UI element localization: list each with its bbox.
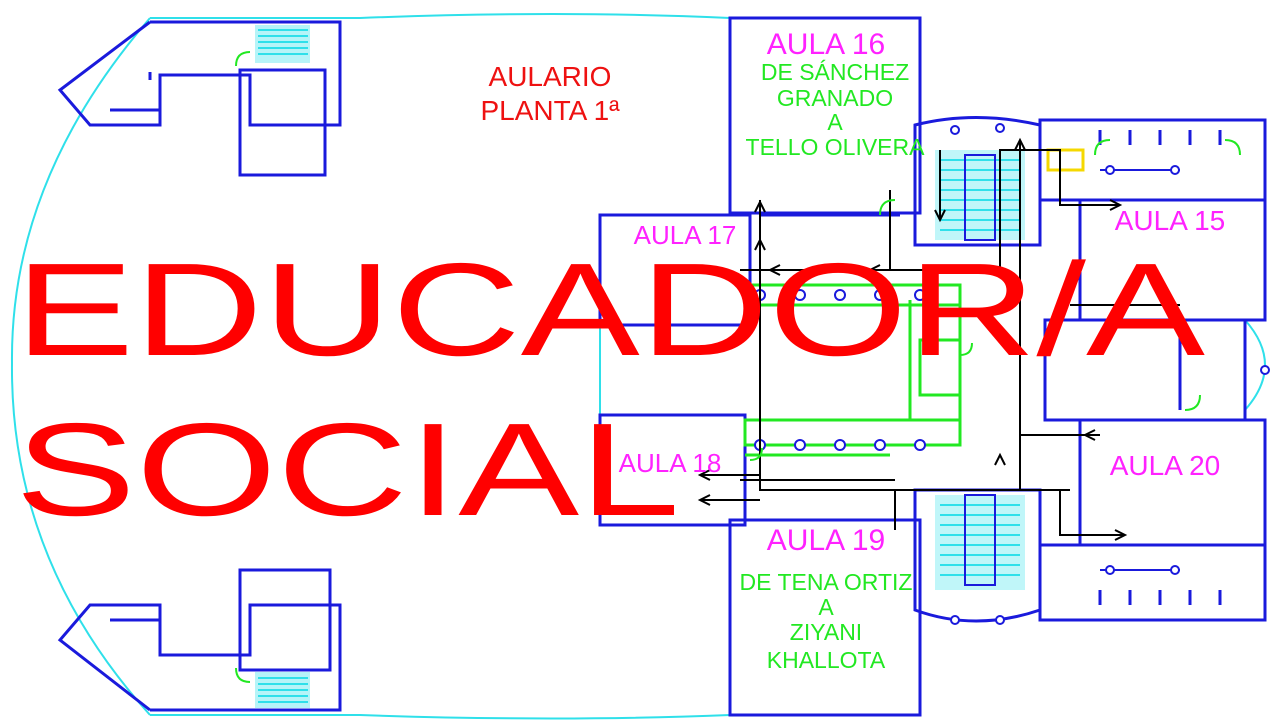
- corridor-highlight: [743, 283, 962, 457]
- room-note-aula16-1: DE SÁNCHEZ: [761, 59, 909, 85]
- overlay-line1: EDUCADOR/A: [15, 236, 1205, 383]
- stair-hall-bottom: [913, 488, 1042, 623]
- room-label-aula15: AULA 15: [1115, 205, 1226, 236]
- column-icon: [754, 123, 1270, 625]
- left-upper-block: [57, 20, 342, 177]
- room-note-aula19-2: A: [818, 594, 834, 620]
- room-label-aula20: AULA 20: [1110, 450, 1221, 481]
- room-note-aula16-4: TELLO OLIVERA: [746, 134, 926, 160]
- room-label-aula19: AULA 19: [767, 524, 885, 557]
- room-label-aula17: AULA 17: [634, 220, 737, 250]
- evacuation-routes: [700, 140, 1180, 536]
- room-note-aula16-2: GRANADO: [777, 85, 893, 111]
- room-note-aula19-3: ZIYANI: [790, 619, 862, 645]
- room-note-aula19-1: DE TENA ORTIZ: [740, 569, 913, 595]
- right-aulas: [1038, 118, 1267, 622]
- accent-box: [1046, 148, 1085, 172]
- left-lower-block: [57, 568, 342, 712]
- room-label-aula18: AULA 18: [619, 448, 722, 478]
- plan-title-line2: PLANTA 1ª: [480, 95, 620, 126]
- overlay-line2: SOCIAL: [15, 396, 680, 543]
- plan-title-line1: AULARIO: [489, 61, 612, 92]
- room-note-aula16-3: A: [827, 109, 843, 135]
- door-swing-icon: [235, 51, 251, 67]
- room-label-aula16: AULA 16: [767, 28, 885, 61]
- stair-hall-top: [913, 116, 1042, 247]
- arrow-icon: [697, 137, 1128, 541]
- door-swing-icon: [749, 139, 1241, 461]
- stair-icon: [255, 25, 310, 63]
- stair-icon: [255, 672, 310, 708]
- door-swing-icon: [235, 667, 251, 683]
- room-note-aula19-4: KHALLOTA: [767, 647, 886, 673]
